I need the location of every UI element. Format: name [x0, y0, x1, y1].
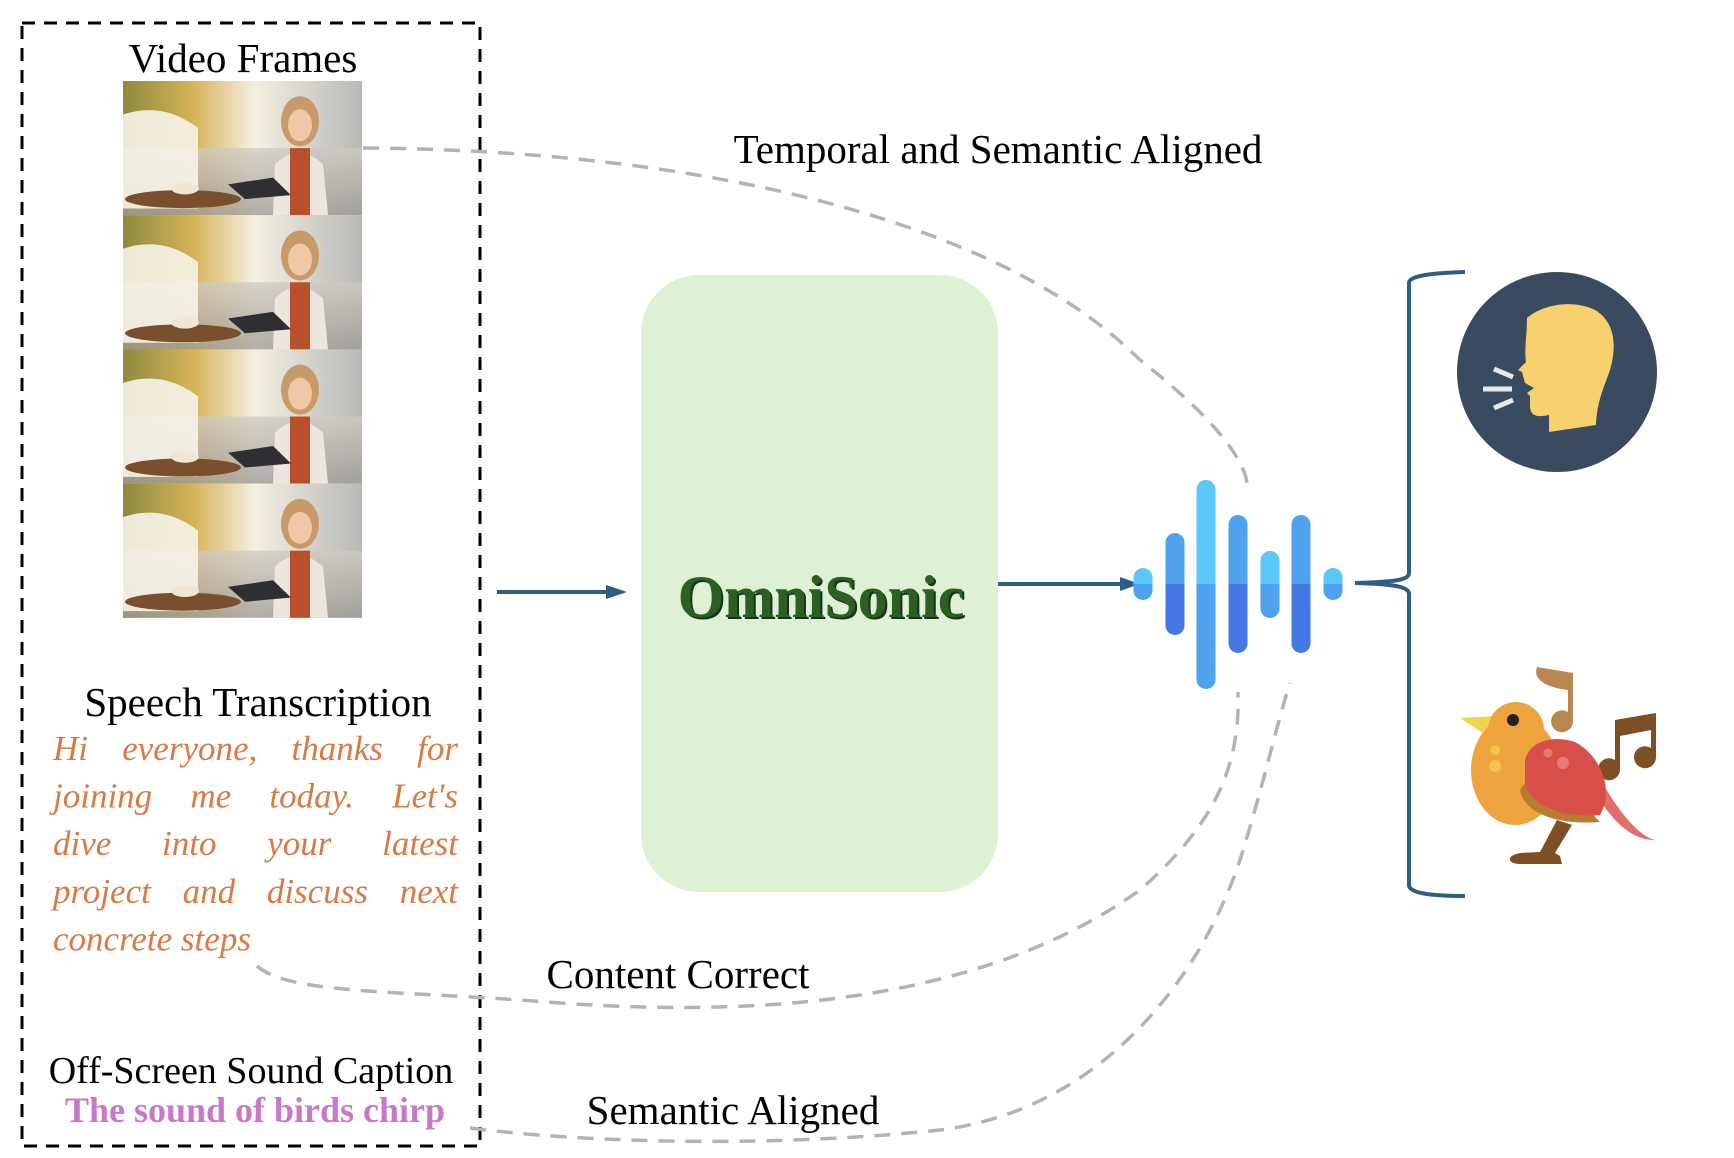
output-brace	[1354, 270, 1466, 898]
singing-bird-icon	[1460, 667, 1657, 864]
input-arrow	[497, 585, 627, 599]
speech-transcription-title: Speech Transcription	[84, 679, 431, 725]
omnisonic-label-shadow: OmniSonic	[680, 566, 967, 632]
label-content-correct: Content Correct	[546, 951, 810, 997]
connector-temporal-semantic	[362, 146, 1249, 486]
waveform-bar	[1323, 568, 1343, 600]
video-frame	[123, 215, 362, 350]
connector-semantic-aligned	[469, 682, 1292, 1144]
audio-waveform-icon	[1133, 480, 1343, 689]
waveform-bar	[1228, 515, 1248, 653]
offscreen-caption-text: The sound of birds chirp	[65, 1090, 445, 1130]
connector-content-correct	[255, 691, 1240, 1010]
video-frame	[123, 483, 362, 618]
video-frame	[123, 81, 362, 216]
input-group-box	[20, 21, 482, 1148]
waveform-bar	[1133, 568, 1153, 600]
omnisonic-label: OmniSonic	[678, 564, 965, 630]
output-arrow	[998, 577, 1140, 591]
video-frames-stack	[123, 81, 362, 618]
video-frames-title: Video Frames	[129, 35, 358, 81]
label-semantic-aligned: Semantic Aligned	[587, 1087, 880, 1133]
speaking-head-icon	[1457, 272, 1657, 472]
omnisonic-model-box	[641, 275, 998, 892]
speech-transcription-line: concrete steps	[53, 919, 251, 958]
offscreen-caption-title: Off-Screen Sound Caption	[49, 1050, 454, 1092]
label-temporal-semantic-aligned: Temporal and Semantic Aligned	[734, 126, 1263, 172]
waveform-bar	[1165, 533, 1185, 635]
video-frame	[123, 349, 362, 484]
waveform-bar	[1260, 551, 1280, 618]
waveform-bar	[1196, 480, 1216, 689]
waveform-bar	[1291, 515, 1311, 653]
